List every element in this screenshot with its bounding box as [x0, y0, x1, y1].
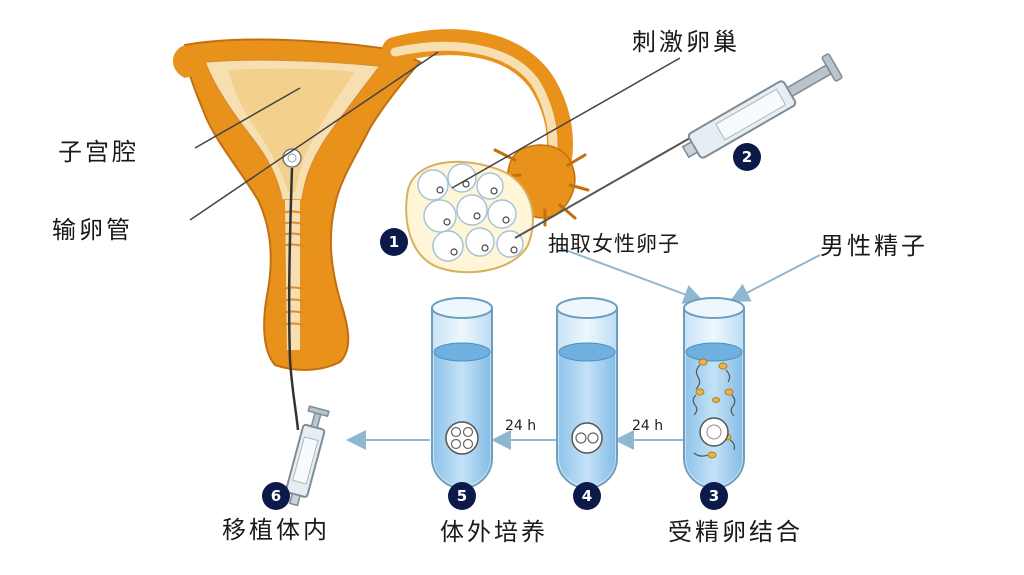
syringe-injection [514, 53, 843, 239]
test-tube-3 [683, 297, 745, 489]
step-badge-1: 1 [380, 228, 408, 256]
ovary [405, 160, 534, 274]
uterus [172, 38, 422, 371]
transfer-catheter [285, 167, 330, 507]
label-fertilization: 受精卵结合 [668, 518, 803, 546]
label-male-sperm: 男性精子 [820, 232, 928, 260]
fallopian-tube [382, 29, 573, 188]
label-uterine-cavity: 子宫腔 [58, 138, 139, 166]
label-extract-eggs: 抽取女性卵子 [548, 232, 680, 256]
leader-lines [189, 51, 681, 221]
step-badge-2: 2 [733, 143, 761, 171]
step-badge-5: 5 [448, 482, 476, 510]
label-transplant: 移植体内 [222, 516, 330, 544]
duration-label-step4-to-5: 24 h [505, 418, 537, 434]
step-badge-3: 3 [700, 482, 728, 510]
label-fallopian-tube: 输卵管 [52, 216, 133, 244]
arrows [346, 247, 821, 450]
egg-cell [699, 417, 729, 447]
step-badge-6: 6 [262, 482, 290, 510]
label-culture: 体外培养 [440, 518, 548, 546]
step-badge-4: 4 [573, 482, 601, 510]
duration-label-step3-to-4: 24 h [632, 418, 664, 434]
test-tube-4 [556, 297, 618, 489]
test-tube-5 [431, 297, 493, 489]
embryo-4cell [445, 421, 479, 455]
embryo-2cell [571, 422, 603, 454]
label-stimulate-ovary: 刺激卵巢 [632, 28, 740, 56]
